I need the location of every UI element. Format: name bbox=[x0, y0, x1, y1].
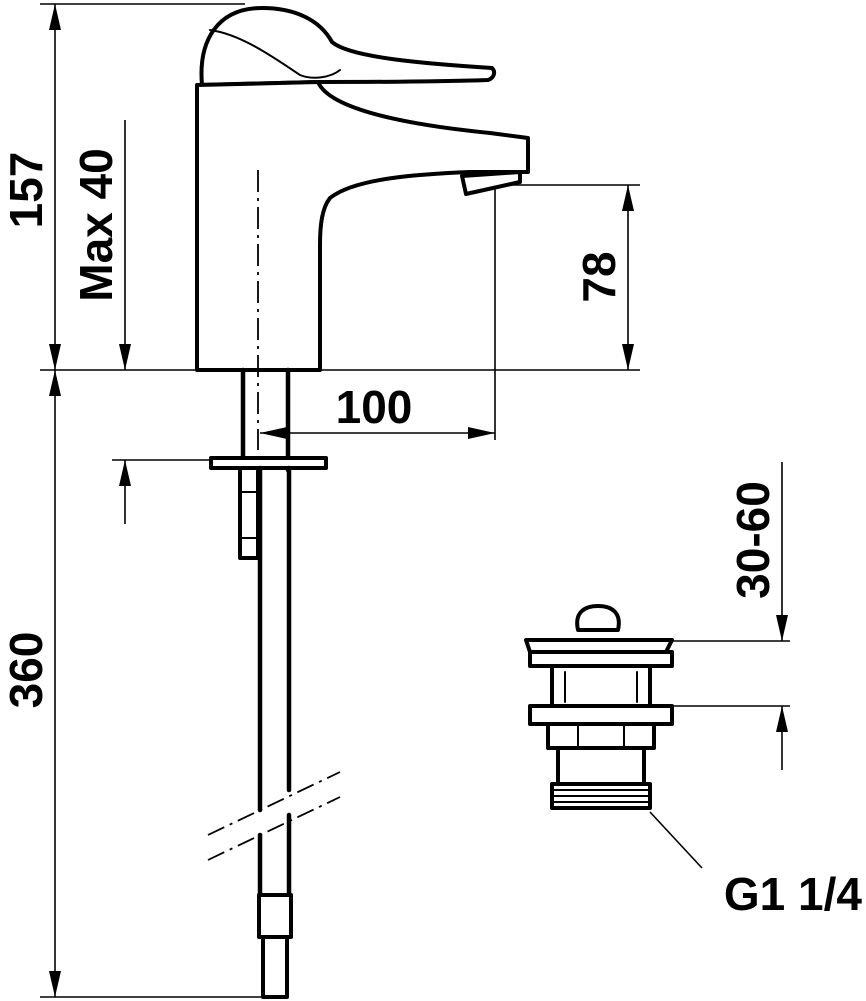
dim-30-60-label: 30-60 bbox=[727, 481, 779, 599]
dim-78: 78 bbox=[573, 185, 634, 370]
dim-30-60: 30-60 bbox=[727, 462, 788, 770]
mounting-shank bbox=[207, 367, 341, 999]
dim-157: 157 bbox=[0, 4, 61, 370]
dim-100-label: 100 bbox=[336, 381, 413, 433]
dim-360: 360 bbox=[0, 370, 61, 997]
thread-label: G1 1/4 bbox=[724, 868, 863, 920]
dim-max40: Max 40 bbox=[70, 120, 131, 524]
dim-157-label: 157 bbox=[0, 152, 52, 229]
drain-assembly: G1 1/4 bbox=[524, 604, 863, 920]
dim-100: 100 bbox=[260, 381, 495, 439]
faucet-body bbox=[195, 6, 530, 450]
dim-max40-label: Max 40 bbox=[70, 148, 122, 301]
dim-360-label: 360 bbox=[0, 632, 52, 709]
dim-78-label: 78 bbox=[573, 251, 625, 302]
